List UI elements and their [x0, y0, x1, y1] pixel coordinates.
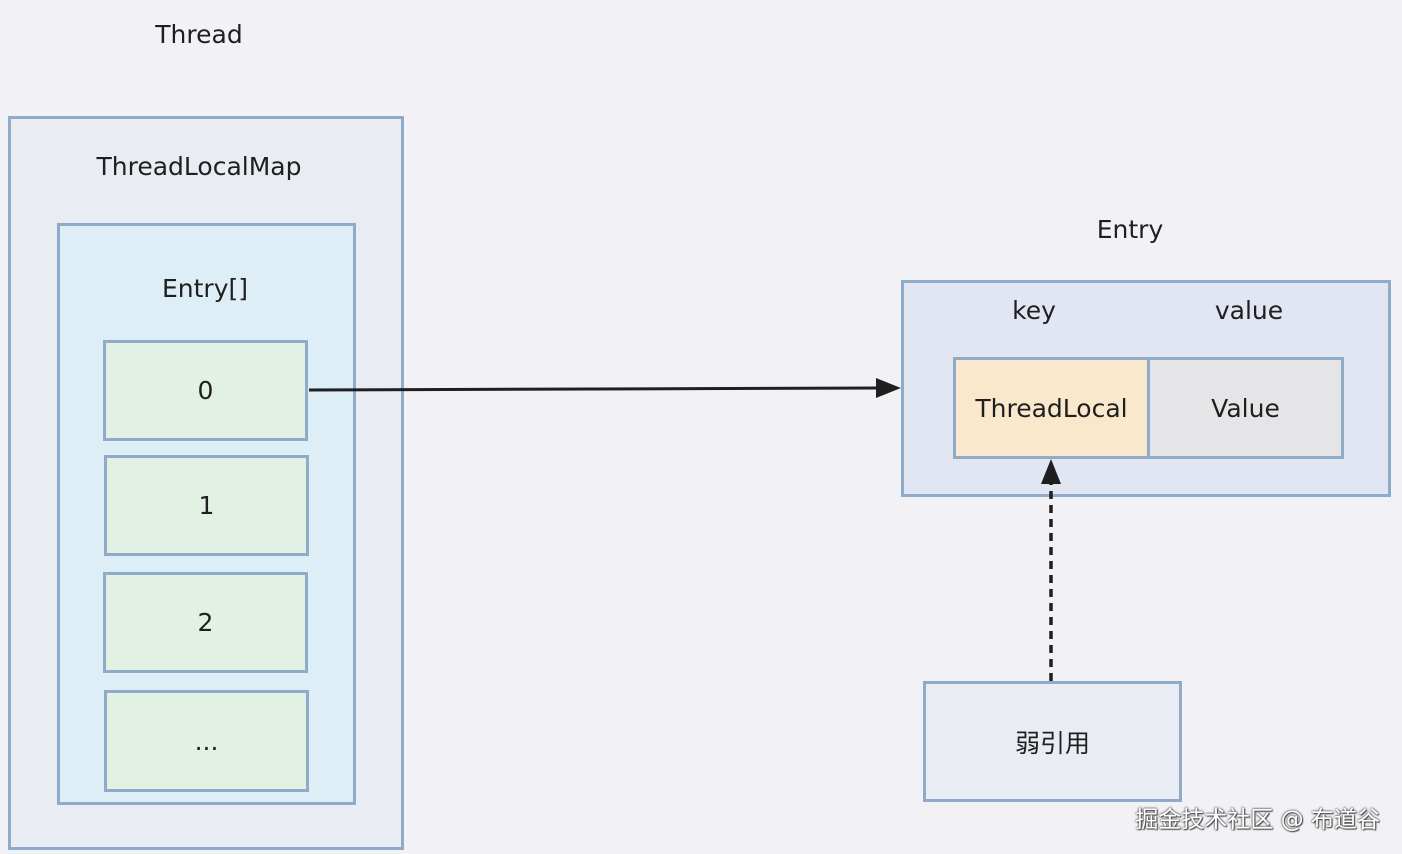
weak-reference-box: 弱引用 — [923, 681, 1182, 802]
entry-key-header: key — [1012, 296, 1056, 325]
arrowhead-up-icon — [1041, 459, 1061, 484]
entry-title: Entry — [1096, 215, 1164, 244]
entry-array-cell-0: 0 — [103, 340, 308, 441]
watermark: 掘金技术社区 @ 布道谷 — [1135, 807, 1380, 833]
entry-array-cell-1: 1 — [104, 455, 309, 556]
weak-reference-arrow — [1041, 459, 1061, 681]
entry-value-header: value — [1214, 296, 1284, 325]
entry-array-cell-ellipsis: ... — [104, 690, 309, 792]
cell-to-entry-arrow — [308, 378, 901, 398]
arrowhead-right-icon — [876, 378, 901, 398]
entry-array-cell-2: 2 — [103, 572, 308, 673]
threadlocalmap-title: ThreadLocalMap — [96, 152, 302, 181]
entry-key-cell: ThreadLocal — [953, 357, 1150, 459]
entry-value-cell: Value — [1147, 357, 1344, 459]
entry-array-title: Entry[] — [161, 274, 249, 303]
thread-title: Thread — [155, 20, 243, 49]
